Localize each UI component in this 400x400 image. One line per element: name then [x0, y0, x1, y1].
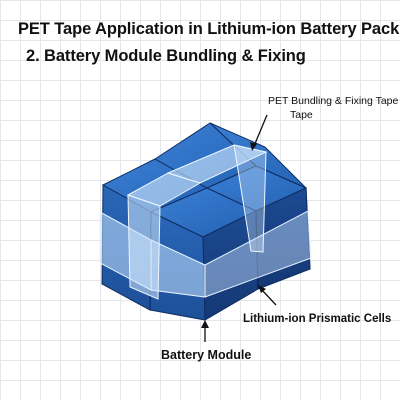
cells-label: Lithium-ion Prismatic Cells	[243, 313, 392, 325]
tape-label-continuation: Tape	[290, 109, 313, 121]
cells-leader-line	[258, 285, 277, 306]
pet-tape-vertical	[126, 144, 268, 300]
module-label: Battery Module	[161, 348, 252, 362]
diagram-title: PET Tape Application in Lithium-ion Batt…	[18, 20, 400, 38]
tape-label: PET Bundling & Fixing Tape	[268, 95, 399, 107]
tape-leader-line	[250, 114, 268, 151]
module-arrow	[201, 320, 209, 342]
diagram-subtitle: 2. Battery Module Bundling & Fixing	[26, 47, 306, 65]
